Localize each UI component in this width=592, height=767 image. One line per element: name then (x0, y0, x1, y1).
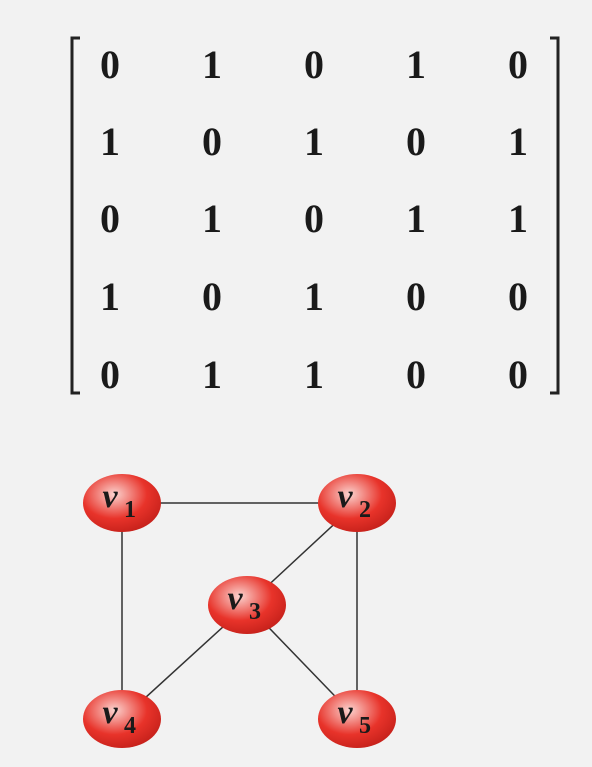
vertex-subscript-v4: 4 (124, 713, 136, 739)
matrix-cell-r1-c5: 0 (508, 42, 528, 87)
matrix-cell-r5-c5: 0 (508, 352, 528, 397)
matrix-cell-r2-c3: 1 (304, 119, 324, 164)
matrix-cell-r3-c4: 1 (406, 196, 426, 241)
vertex-letter-v3: v (227, 580, 243, 617)
matrix-cell-r3-c3: 0 (304, 196, 324, 241)
vertex-node-v3 (208, 576, 286, 634)
matrix-cell-r5-c4: 0 (406, 352, 426, 397)
vertex-subscript-v2: 2 (359, 497, 371, 523)
matrix-cell-r2-c2: 0 (202, 119, 222, 164)
vertex-node-v4 (83, 690, 161, 748)
matrix-brackets (70, 36, 560, 395)
matrix-cell-r5-c3: 1 (304, 352, 324, 397)
matrix-cell-r4-c3: 1 (304, 274, 324, 319)
matrix-cell-r1-c2: 1 (202, 42, 222, 87)
vertex-subscript-v5: 5 (359, 713, 371, 739)
matrix-cell-r4-c5: 0 (508, 274, 528, 319)
matrix-cell-r2-c1: 1 (100, 119, 120, 164)
matrix-cell-r4-c2: 0 (202, 274, 222, 319)
vertex-node-v2 (318, 474, 396, 532)
matrix-cell-r2-c4: 0 (406, 119, 426, 164)
vertex-subscript-v1: 1 (124, 497, 136, 523)
matrix-cell-r5-c1: 0 (100, 352, 120, 397)
vertex-subscript-v3: 3 (249, 599, 261, 625)
matrix-cell-r4-c1: 1 (100, 274, 120, 319)
vertex-letter-v1: v (102, 478, 118, 515)
matrix-cell-r1-c4: 1 (406, 42, 426, 87)
matrix-cell-r3-c1: 0 (100, 196, 120, 241)
matrix-cell-r1-c1: 0 (100, 42, 120, 87)
vertex-node-v5 (318, 690, 396, 748)
vertex-letter-v2: v (337, 478, 353, 515)
vertex-node-v1 (83, 474, 161, 532)
matrix-cell-r3-c2: 1 (202, 196, 222, 241)
matrix-cell-r1-c3: 0 (304, 42, 324, 87)
matrix-cell-r3-c5: 1 (508, 196, 528, 241)
matrix-cell-r4-c4: 0 (406, 274, 426, 319)
matrix-cell-r5-c2: 1 (202, 352, 222, 397)
matrix-cell-r2-c5: 1 (508, 119, 528, 164)
left-bracket (70, 36, 80, 395)
vertex-letter-v4: v (102, 694, 118, 731)
adjacency-matrix: 0 1 0 1 0 1 0 1 0 1 0 1 0 1 1 1 0 1 0 0 0 1 1 0 0 (100, 42, 528, 397)
right-bracket (550, 36, 560, 395)
vertex-letter-v5: v (337, 694, 353, 731)
